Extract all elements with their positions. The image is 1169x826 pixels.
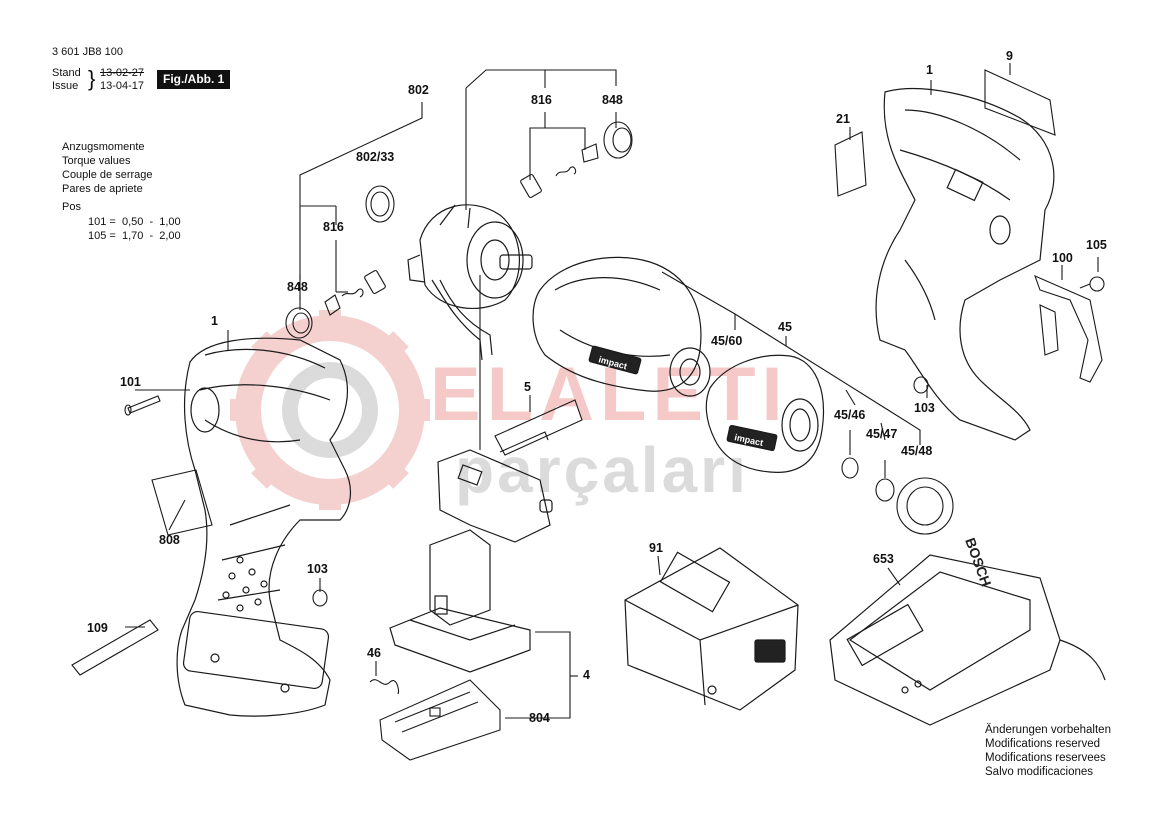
part-label-808: 808: [159, 533, 180, 547]
housing-right-half: [875, 88, 1055, 441]
part-label-1-left: 1: [211, 314, 218, 328]
part-label-100: 100: [1052, 251, 1073, 265]
part-label-848-top: 848: [602, 93, 623, 107]
ring-45-47: [875, 478, 895, 502]
part-804-plate: [379, 679, 501, 761]
part-label-804: 804: [529, 711, 550, 725]
part-label-45-60: 45/60: [711, 334, 743, 348]
nut-103-left: [312, 589, 328, 607]
figure-label: Fig./Abb. 1: [157, 70, 231, 89]
battery-91: [624, 547, 799, 711]
part-label-4: 4: [583, 668, 590, 682]
part-label-103-right: 103: [914, 401, 935, 415]
grip-dots: [222, 556, 268, 612]
screw-105: [1079, 276, 1105, 292]
note-en: Modifications reserved: [985, 738, 1101, 750]
brace-glyph: }: [88, 66, 96, 91]
switch-5: [494, 399, 583, 456]
brush-parts: [285, 121, 633, 339]
part-label-105: 105: [1086, 238, 1107, 252]
motor-802: [407, 204, 533, 361]
part-808-label-plate: [151, 469, 213, 536]
stand-label: Stand: [52, 67, 81, 79]
part-label-802-33: 802/33: [356, 150, 395, 164]
part-label-802: 802: [408, 83, 429, 97]
impact-housing: [532, 256, 711, 397]
part-label-816-left: 816: [323, 220, 344, 234]
ring-45-46: [841, 457, 859, 479]
charger-653: [829, 554, 1106, 726]
spring-46: [369, 679, 400, 695]
part-label-816-top: 816: [531, 93, 552, 107]
part-label-45-46: 45/46: [834, 408, 866, 422]
note-de: Änderungen vorbehalten: [985, 724, 1111, 736]
date-old: 13-02-27: [100, 67, 145, 79]
nose-cover-45: [705, 354, 824, 473]
note-es: Salvo modificaciones: [985, 766, 1094, 778]
housing-left-half: [176, 337, 352, 717]
part-21-label: [834, 131, 867, 197]
part-label-848-left: 848: [287, 280, 308, 294]
torque-value-105: 105 = 1,70 - 2,00: [88, 230, 181, 242]
leader-lines: [125, 63, 1099, 719]
torque-pos-label: Pos: [62, 201, 81, 213]
ring-45-48: [896, 477, 954, 535]
torque-value-101: 101 = 0,50 - 1,00: [88, 216, 181, 228]
part-label-45-47: 45/47: [866, 427, 898, 441]
part-label-9: 9: [1006, 49, 1013, 63]
part-label-45-48: 45/48: [901, 444, 933, 458]
watermark-subtitle: parçaları: [455, 434, 749, 506]
electronics-module: [389, 449, 553, 673]
note-fr: Modifications reservees: [985, 752, 1106, 764]
belt-clip-100: [1034, 274, 1103, 383]
part-label-103-left: 103: [307, 562, 328, 576]
torque-heading-fr: Couple de serrage: [62, 169, 153, 181]
part-9-label: [984, 69, 1056, 136]
watermark: ELALETI parçaları: [230, 310, 783, 510]
part-label-653: 653: [873, 552, 894, 566]
torque-heading-en: Torque values: [62, 155, 131, 167]
issue-label: Issue: [52, 80, 79, 92]
part-label-5: 5: [524, 380, 531, 394]
torque-heading-de: Anzugsmomente: [62, 141, 145, 153]
part-label-109: 109: [87, 621, 108, 635]
date-new: 13-04-17: [100, 80, 145, 92]
part-label-46: 46: [367, 646, 381, 660]
nut-103-right: [913, 376, 929, 394]
part-label-101: 101: [120, 375, 141, 389]
part-label-91: 91: [649, 541, 663, 555]
torque-heading-es: Pares de apriete: [62, 183, 143, 195]
bit-109: [71, 619, 159, 676]
part-label-45: 45: [778, 320, 792, 334]
watermark-gear-icon: [230, 310, 430, 510]
part-label-1-right: 1: [926, 63, 933, 77]
part-number: 3 601 JB8 100: [52, 46, 123, 58]
screw-101: [124, 395, 161, 416]
part-label-21: 21: [836, 112, 850, 126]
